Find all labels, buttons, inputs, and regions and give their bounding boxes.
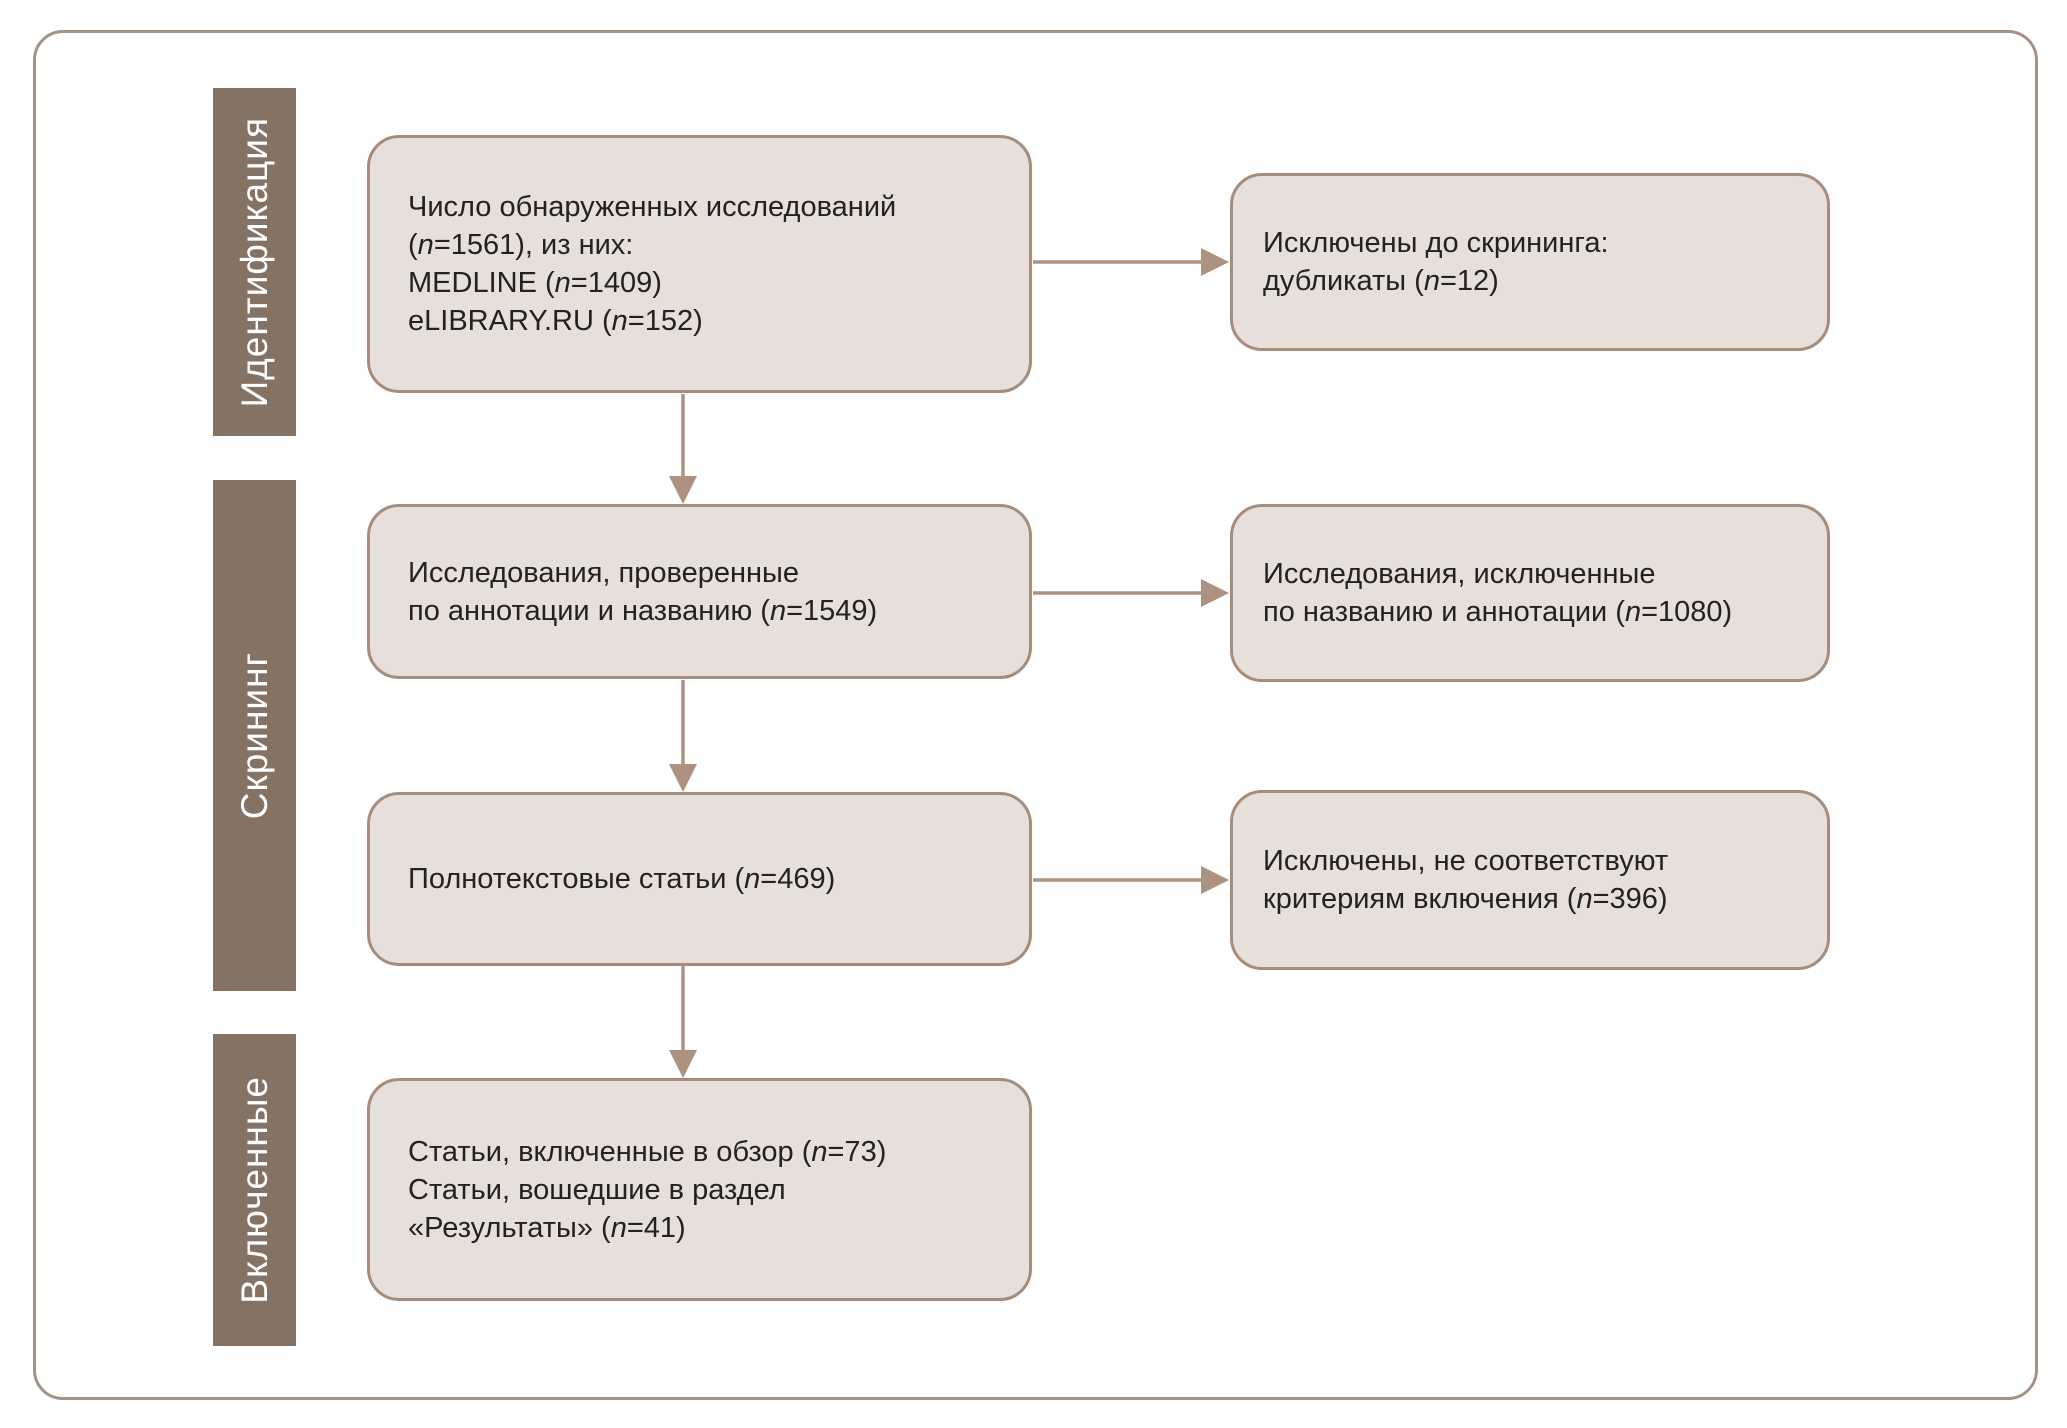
stage-label-included: Включенные [233, 1076, 275, 1304]
stage-label-identification: Идентификация [233, 116, 275, 408]
box-fulltext-articles-text: Полнотекстовые статьи (n=469) [408, 863, 836, 895]
stage-label-screening: Скрининг [233, 651, 275, 820]
box-excluded-before-screening-text: Исключены до скрининга:дубликаты (n=12) [1263, 227, 1609, 297]
stage-bar-included: Включенные [213, 1034, 296, 1346]
box-articles-included: Статьи, включенные в обзор (n=73)Статьи,… [367, 1078, 1032, 1301]
box-records-identified-text: Число обнаруженных исследований(n=1561),… [408, 191, 897, 337]
stage-bar-identification: Идентификация [213, 88, 296, 436]
box-fulltext-articles: Полнотекстовые статьи (n=469) [367, 792, 1032, 966]
diagram-frame [33, 30, 2038, 1400]
stage-bar-screening: Скрининг [213, 480, 296, 991]
box-articles-included-text: Статьи, включенные в обзор (n=73)Статьи,… [408, 1135, 887, 1244]
box-excluded-before-screening: Исключены до скрининга:дубликаты (n=12) [1230, 173, 1830, 351]
box-records-identified: Число обнаруженных исследований(n=1561),… [367, 135, 1032, 393]
